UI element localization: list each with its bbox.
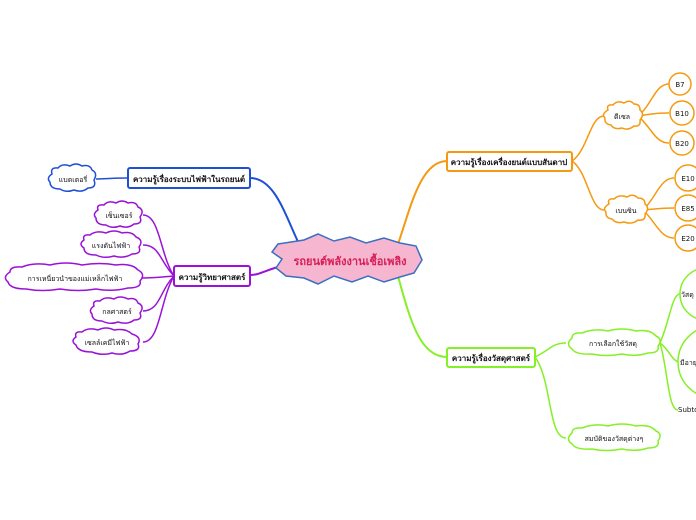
leaf-b20[interactable]: B20 — [669, 130, 695, 156]
subtopic-voltage-label: แรงดันไฟฟ้า — [92, 241, 130, 250]
link-science-cell — [142, 275, 175, 343]
branch-electrical[interactable]: ความรู้เรื่องระบบไฟฟ้าในรถยนต์ — [127, 167, 251, 189]
subtopic-voltage[interactable]: แรงดันไฟฟ้า — [80, 230, 142, 259]
subtopic-electrochemical-cell[interactable]: เซลล์เคมีไฟฟ้า — [72, 327, 140, 356]
leaf-lifetime-label: มีอายุ — [680, 359, 696, 367]
leaf-b10-label: B10 — [675, 110, 689, 118]
link-electrical-battery — [95, 177, 129, 180]
branch-electrical-box — [127, 167, 251, 189]
link-diesel-b7 — [637, 83, 670, 117]
leaf-b10[interactable]: B10 — [669, 100, 695, 126]
branch-engine-box — [446, 151, 573, 172]
branch-materials-label: ความรู้เรื่องวัสดุศาสตร์ — [452, 352, 531, 364]
subtopic-mechanics-cloud — [89, 296, 143, 325]
subtopic-electrochemical-cell-label: เซลล์เคมีไฟฟ้า — [85, 338, 130, 347]
leaf-e20-label: E20 — [681, 235, 694, 243]
subtopic-voltage-cloud — [80, 230, 142, 259]
link-diesel-b20 — [637, 115, 670, 144]
leaf-b7[interactable]: B7 — [668, 72, 692, 96]
subtopic-battery-cloud — [47, 163, 97, 193]
subtopic-material-selection[interactable]: การเลือกใช้วัสดุ — [567, 328, 661, 357]
leaf-subtopic-label: Subto — [678, 406, 696, 414]
link-central-electrical — [249, 177, 301, 247]
subtopic-diesel[interactable]: ดีเซล — [602, 100, 644, 130]
link-science-voltage — [142, 244, 175, 277]
leaf-lifetime[interactable]: มีอายุ — [677, 326, 696, 398]
leaf-b20-circle — [669, 130, 695, 156]
leaf-b20-label: B20 — [675, 140, 689, 148]
leaf-e10-label: E10 — [681, 175, 694, 183]
leaf-b7-circle — [668, 72, 692, 96]
link-engine-gasoline — [571, 160, 605, 211]
leaf-e85-label: E85 — [681, 205, 694, 213]
branch-materials-box — [446, 347, 536, 368]
subtopic-mechanics-label: กลศาสตร์ — [102, 308, 132, 316]
subtopic-electrochemical-cell-cloud — [72, 327, 140, 356]
leaf-e85[interactable]: E85 — [674, 194, 696, 222]
link-science-mechanics — [142, 275, 175, 312]
leaf-subtopic[interactable]: Subto — [678, 406, 696, 414]
subtopic-material-properties-cloud — [567, 423, 661, 452]
link-selection-material — [659, 293, 681, 344]
leaf-b7-label: B7 — [675, 81, 684, 89]
subtopic-gasoline-label: เบนซิน — [615, 207, 636, 215]
subtopic-diesel-cloud — [602, 100, 644, 130]
subtopic-battery-label: แบตเตอรี่ — [59, 175, 88, 184]
subtopic-induction-cloud — [4, 262, 144, 292]
subtopic-induction-label: การเหนี่ยวนำของแม่เหล็กไฟฟ้า — [28, 274, 123, 283]
leaf-e20[interactable]: E20 — [674, 224, 696, 252]
leaf-e20-circle — [674, 224, 696, 252]
link-central-materials — [397, 275, 448, 358]
branch-science-box — [173, 265, 251, 287]
branch-engine-label: ความรู้เรื่องเครื่องยนต์แบบสันดาป — [451, 156, 568, 168]
subtopic-material-properties[interactable]: สมบัติของวัสดุต่างๆ — [567, 423, 661, 452]
subtopic-material-selection-label: การเลือกใช้วัสดุ — [589, 339, 637, 348]
leaf-e10[interactable]: E10 — [674, 164, 696, 192]
leaf-lifetime-circle — [677, 329, 696, 395]
leaf-material-label: วัสดุ — [681, 291, 694, 299]
link-gasoline-e10 — [642, 177, 675, 211]
link-central-engine — [397, 160, 448, 245]
subtopic-diesel-label: ดีเซล — [614, 113, 630, 121]
link-engine-diesel — [571, 115, 605, 162]
subtopic-sensor-cloud — [93, 200, 143, 229]
subtopic-sensor[interactable]: เซ็นเซอร์ — [93, 200, 143, 229]
subtopic-sensor-label: เซ็นเซอร์ — [105, 211, 132, 220]
central-topic-label: รถยนต์พลังงานเชื้อเพลิง — [293, 253, 406, 268]
link-materials-selection — [534, 342, 567, 358]
central-topic-shape — [270, 233, 423, 285]
leaf-material[interactable]: วัสดุ — [679, 268, 696, 320]
subtopic-gasoline[interactable]: เบนซิน — [603, 194, 649, 224]
subtopic-mechanics[interactable]: กลศาสตร์ — [89, 296, 143, 325]
leaf-e10-circle — [674, 164, 696, 192]
subtopic-material-selection-cloud — [567, 328, 661, 357]
leaf-material-circle — [679, 269, 696, 319]
link-materials-properties — [534, 356, 567, 439]
link-science-induction — [141, 275, 175, 279]
leaf-b10-circle — [669, 100, 695, 126]
subtopic-gasoline-cloud — [603, 194, 649, 224]
link-gasoline-e20 — [642, 209, 675, 239]
branch-engine[interactable]: ความรู้เรื่องเครื่องยนต์แบบสันดาป — [446, 151, 573, 172]
central-topic[interactable]: รถยนต์พลังงานเชื้อเพลิง — [270, 233, 423, 285]
branch-materials[interactable]: ความรู้เรื่องวัสดุศาสตร์ — [446, 347, 536, 368]
branch-science[interactable]: ความรู้วิทยาศาสตร์ — [173, 265, 251, 287]
subtopic-induction[interactable]: การเหนี่ยวนำของแม่เหล็กไฟฟ้า — [4, 262, 144, 292]
branch-science-label: ความรู้วิทยาศาสตร์ — [179, 272, 247, 283]
branch-electrical-label: ความรู้เรื่องระบบไฟฟ้าในรถยนต์ — [133, 173, 245, 185]
subtopic-material-properties-label: สมบัติของวัสดุต่างๆ — [585, 435, 644, 443]
link-selection-subto — [659, 342, 679, 411]
subtopic-battery[interactable]: แบตเตอรี่ — [47, 163, 97, 193]
leaf-e85-circle — [674, 194, 696, 222]
link-science-sensor — [142, 214, 175, 277]
